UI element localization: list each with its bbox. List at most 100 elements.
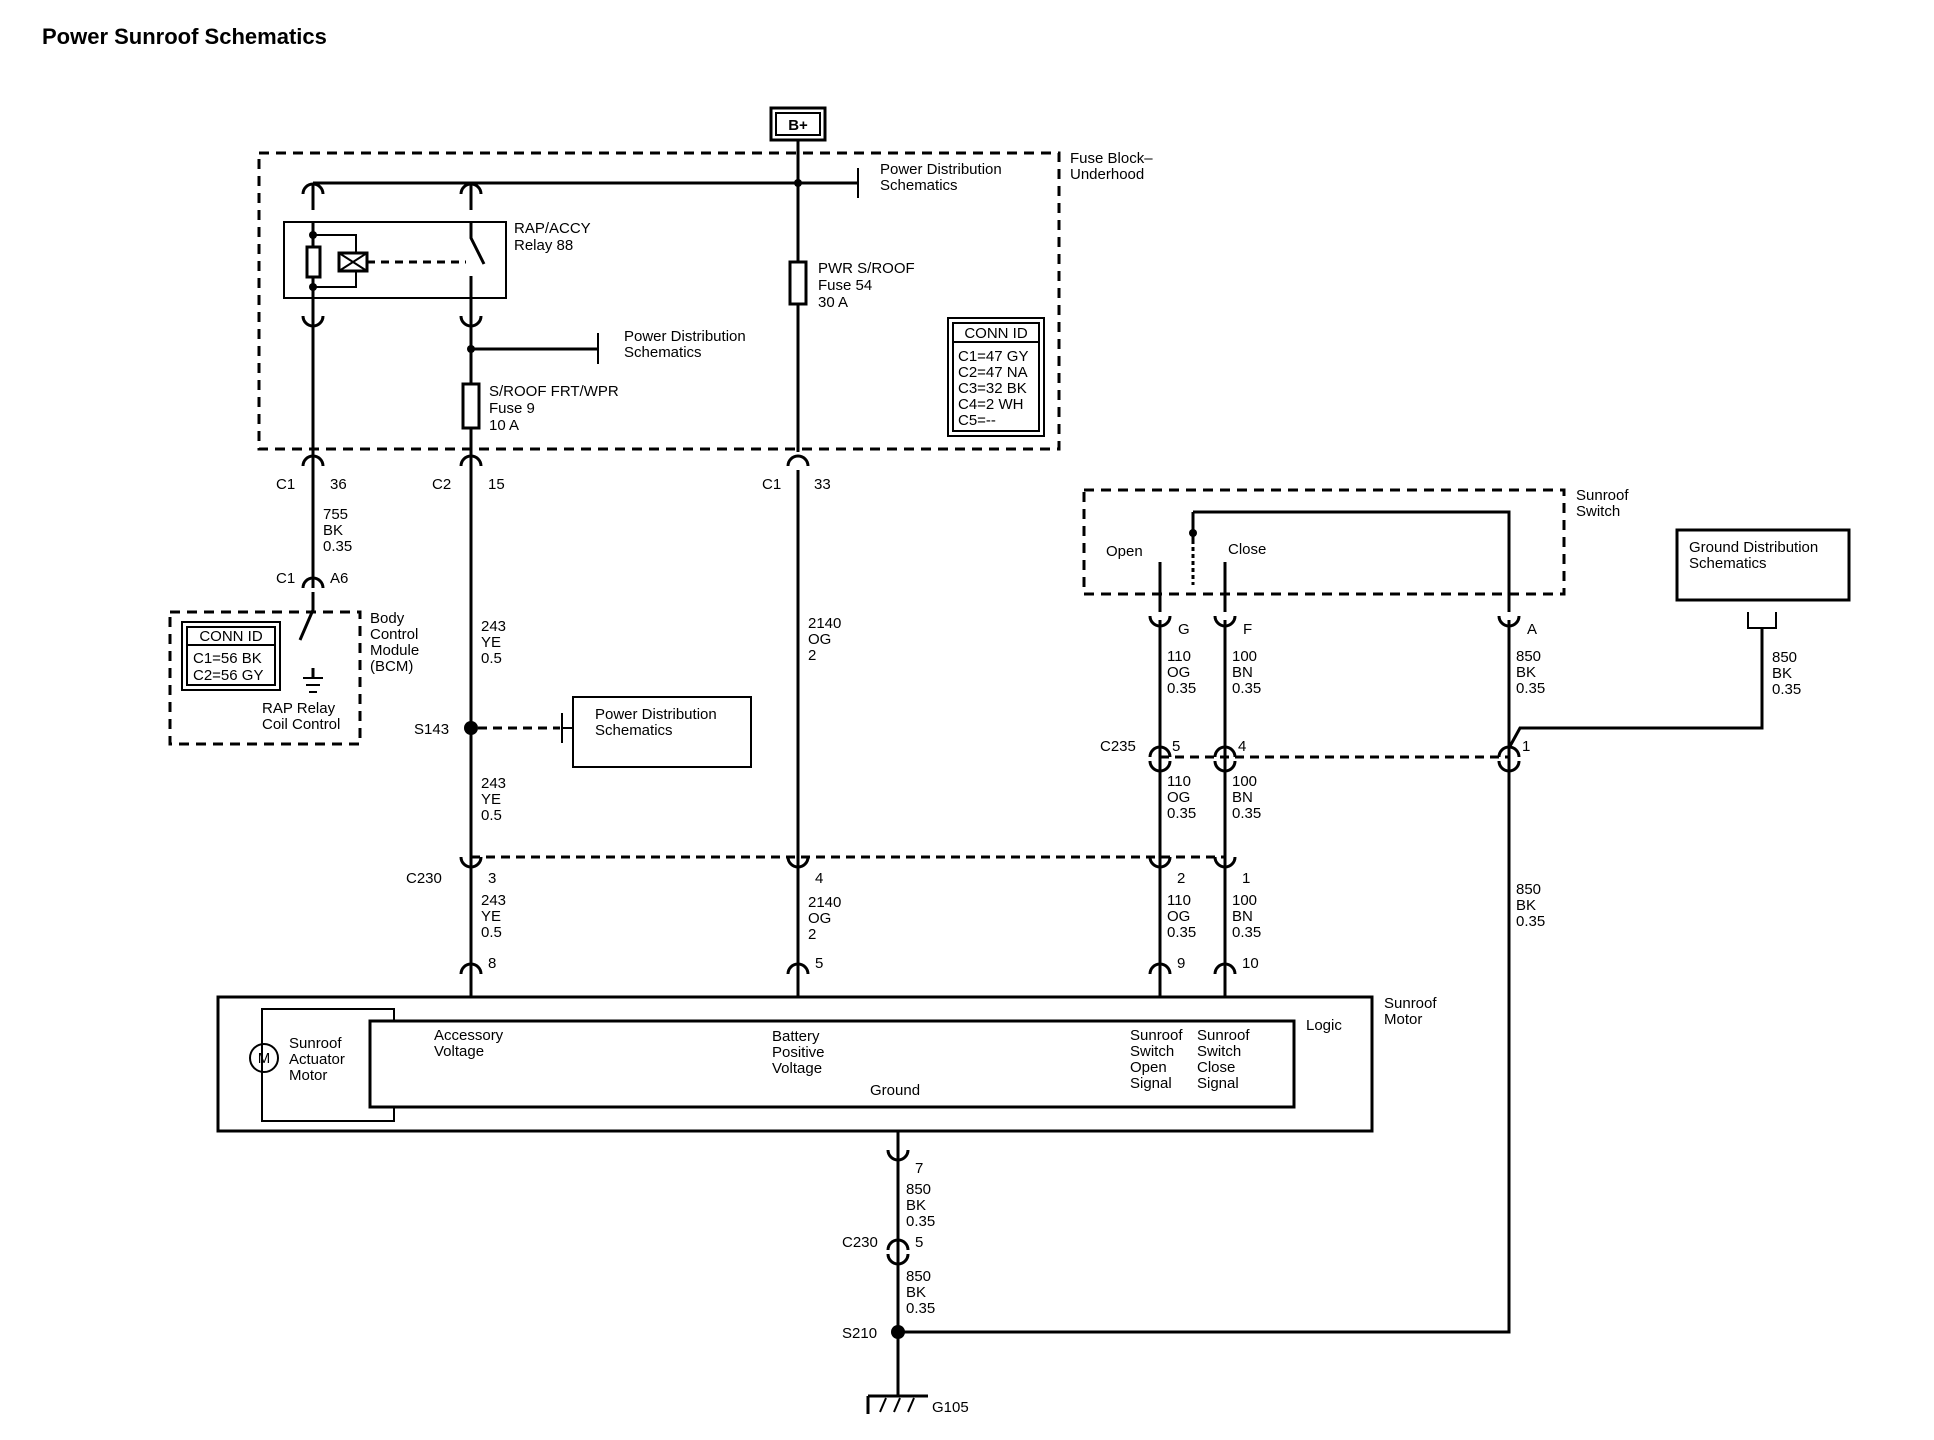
w850e-size: 0.35 xyxy=(906,1300,935,1317)
c1-33-name: C1 xyxy=(762,476,781,493)
relay-contact-conn-top xyxy=(459,182,483,195)
motor-pin10-conn xyxy=(1213,962,1237,975)
w850d-size: 0.35 xyxy=(906,1213,935,1230)
conn-id-fuse-block-inner xyxy=(952,322,1040,432)
relay-name: RAP/ACCY xyxy=(514,220,591,237)
w110a-color: OG xyxy=(1167,664,1190,681)
c2-15-conn xyxy=(459,454,483,467)
motor-m: M xyxy=(258,1050,271,1067)
w850b-circuit: 850 xyxy=(1772,649,1797,666)
conn-id-bcm-row: C1=56 BK xyxy=(193,650,262,667)
c1-36-pin: 36 xyxy=(330,476,347,493)
c230-lower-conn-b xyxy=(886,1253,910,1266)
open-sig-label: Sunroof xyxy=(1130,1027,1183,1044)
open-sig-label: Signal xyxy=(1130,1075,1172,1092)
conn-id-bcm-inner xyxy=(186,626,276,686)
fuse-54-number: Fuse 54 xyxy=(818,277,872,294)
w2140b-circuit: 2140 xyxy=(808,894,841,911)
bat-label: Voltage xyxy=(772,1060,822,1077)
c230-pin3: 3 xyxy=(488,870,496,887)
fuse-9-number: Fuse 9 xyxy=(489,400,535,417)
actuator-label: Motor xyxy=(289,1067,327,1084)
pd-mid-1: Power Distribution xyxy=(624,328,746,345)
battery-box-inner xyxy=(775,112,821,136)
ground-hatch xyxy=(879,1397,915,1413)
open-sig-label: Open xyxy=(1130,1059,1167,1076)
switch-name: Switch xyxy=(1576,503,1620,520)
s210-splice xyxy=(891,1325,905,1339)
logic-box xyxy=(368,1019,1296,1109)
w100c-size: 0.35 xyxy=(1232,924,1261,941)
switch-pin-a: A xyxy=(1527,621,1537,638)
c1-36-conn xyxy=(301,454,325,467)
logic-label: Logic xyxy=(1306,1017,1342,1034)
w755-circuit: 755 xyxy=(323,506,348,523)
w110b-size: 0.35 xyxy=(1167,805,1196,822)
w850d-color: BK xyxy=(906,1197,926,1214)
c235-pin1-conn-b xyxy=(1497,760,1521,773)
fuse-9-rating: 10 A xyxy=(489,417,519,434)
bat-label: Battery xyxy=(772,1028,820,1045)
close-sig-label: Sunroof xyxy=(1197,1027,1250,1044)
fuse-9-symbol xyxy=(461,382,481,430)
w100b-size: 0.35 xyxy=(1232,805,1261,822)
c230-pin2-conn xyxy=(1148,856,1172,869)
bcm-signal: Coil Control xyxy=(262,716,340,733)
w2140a-color: OG xyxy=(808,631,831,648)
w850b-color: BK xyxy=(1772,665,1792,682)
conn-id-fuse-block-row: C1=47 GY xyxy=(958,348,1028,365)
battery-label: B+ xyxy=(788,117,808,134)
conn-id-fuse-block-row: C4=2 WH xyxy=(958,396,1023,413)
w755-size: 0.35 xyxy=(323,538,352,555)
motor-pin7: 7 xyxy=(915,1160,923,1177)
bcm-switch xyxy=(298,592,315,678)
sunroof-switch-border xyxy=(1082,488,1566,596)
acc-label: Voltage xyxy=(434,1043,484,1060)
conn-id-bcm-header: CONN ID xyxy=(199,628,263,645)
w850a-color: BK xyxy=(1516,664,1536,681)
actuator-label: Sunroof xyxy=(289,1035,342,1052)
bat-label: Positive xyxy=(772,1044,825,1061)
motor-pin7-conn xyxy=(886,1149,910,1162)
acc-label: Accessory xyxy=(434,1027,504,1044)
motor-pin9-conn xyxy=(1148,962,1172,975)
w2140b-size: 2 xyxy=(808,926,816,943)
switch-name: Sunroof xyxy=(1576,487,1629,504)
motor-pin5: 5 xyxy=(815,955,823,972)
w100b-color: BN xyxy=(1232,789,1253,806)
page-title: Power Sunroof Schematics xyxy=(42,24,327,49)
conn-id-fuse-block-row: C5=-- xyxy=(958,412,996,429)
pd-mid-2: Schematics xyxy=(624,344,702,361)
close-sig-label: Close xyxy=(1197,1059,1235,1076)
relay-coil-conn-top xyxy=(301,182,325,195)
c1-33-conn xyxy=(786,454,810,467)
wire-850-gd xyxy=(1507,628,1764,749)
c230-pin1-conn xyxy=(1213,856,1237,869)
fuse-54-name: PWR S/ROOF xyxy=(818,260,915,277)
conn-id-bcm xyxy=(181,621,281,691)
fuse-block-name-1: Fuse Block– xyxy=(1070,150,1153,167)
w100b-circuit: 100 xyxy=(1232,773,1257,790)
motor-symbol xyxy=(249,1043,279,1073)
s143-label: S143 xyxy=(414,721,449,738)
s143-splice xyxy=(464,721,478,735)
switch-common xyxy=(1193,510,1511,612)
fuse-block-name-2: Underhood xyxy=(1070,166,1144,183)
c235-pin1: 1 xyxy=(1522,738,1530,755)
bcm-name: Body xyxy=(370,610,405,627)
fuse-block-border xyxy=(257,151,1061,451)
w243a-circuit: 243 xyxy=(481,618,506,635)
c230-pin4-conn xyxy=(786,856,810,869)
w100a-circuit: 100 xyxy=(1232,648,1257,665)
c235-pin1-conn xyxy=(1497,745,1521,758)
w850e-circuit: 850 xyxy=(906,1268,931,1285)
c2-15-name: C2 xyxy=(432,476,451,493)
bcm-name: Control xyxy=(370,626,418,643)
c230-pin4: 4 xyxy=(815,870,823,887)
w100c-color: BN xyxy=(1232,908,1253,925)
switch-open-label: Open xyxy=(1106,543,1143,560)
fuse-54-rating: 30 A xyxy=(818,294,848,311)
switch-pivot xyxy=(1189,529,1197,537)
close-sig-label: Switch xyxy=(1197,1043,1241,1060)
